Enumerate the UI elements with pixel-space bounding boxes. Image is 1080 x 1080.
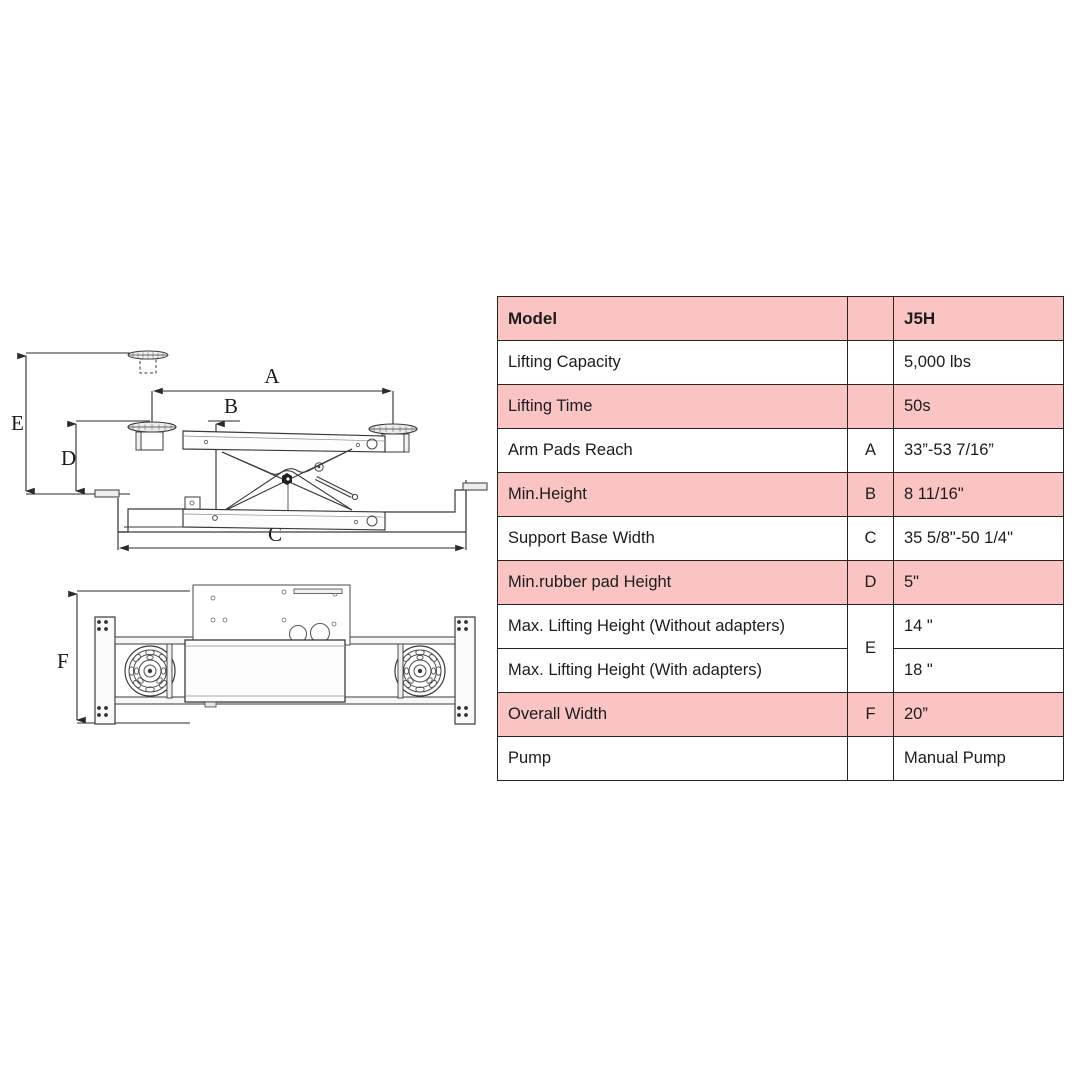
spec-name: Lifting Capacity: [497, 340, 848, 385]
table-row-arm-pads-reach: Arm Pads Reach A 33”-53 7/16”: [497, 428, 1064, 473]
dimension-E: [17, 352, 150, 495]
spec-value: 5": [893, 560, 1064, 605]
frame-end-caps: [94, 482, 488, 498]
spec-name: Support Base Width: [497, 516, 848, 561]
upper-lift-beam: [182, 430, 386, 453]
dimension-label-F: F: [57, 649, 69, 673]
spec-letter-merged: E: [847, 604, 894, 693]
spec-letter: D: [847, 560, 894, 605]
spec-letter: C: [847, 516, 894, 561]
spec-letter: [847, 384, 894, 429]
table-row-model: Model J5H: [497, 296, 1064, 341]
rubber-adapter-detail: [127, 350, 169, 374]
spec-name: Lifting Time: [497, 384, 848, 429]
lower-base-beam: [182, 496, 386, 531]
spec-value: 20”: [893, 692, 1064, 737]
technical-drawing-panel: E D A B: [0, 0, 500, 1080]
spec-name: Min.Height: [497, 472, 848, 517]
spec-name: Max. Lifting Height (With adapters): [497, 648, 848, 693]
table-row-overall-width: Overall Width F 20”: [497, 692, 1064, 737]
spec-value: 35 5/8"-50 1/4": [893, 516, 1064, 561]
specification-table: Model J5H Lifting Capacity 5,000 lbs Lif…: [497, 296, 1064, 781]
side-elevation-group: E D A B: [11, 350, 488, 552]
table-row-pump: Pump Manual Pump: [497, 736, 1064, 781]
spec-letter: [847, 340, 894, 385]
dimension-label-E: E: [11, 411, 24, 435]
dimension-label-B: B: [224, 394, 238, 418]
left-arm-pad: [127, 421, 177, 451]
top-mounting-plate: [192, 584, 351, 646]
table-row-lifting-capacity: Lifting Capacity 5,000 lbs: [497, 340, 1064, 385]
spec-value: Manual Pump: [893, 736, 1064, 781]
table-row-min-height: Min.Height B 8 11/16": [497, 472, 1064, 517]
spec-letter: B: [847, 472, 894, 517]
dimension-label-D: D: [61, 446, 76, 470]
wheel-mount-bars: [166, 643, 404, 699]
spec-name: Arm Pads Reach: [497, 428, 848, 473]
spec-value: 50s: [893, 384, 1064, 429]
spec-value: 5,000 lbs: [893, 340, 1064, 385]
spec-value: J5H: [893, 296, 1064, 341]
linkage-pin: [314, 462, 324, 472]
table-row-max-lifting-height-without-adapters: Max. Lifting Height (Without adapters) E…: [497, 604, 1064, 693]
spec-value: 18 ": [893, 648, 1064, 693]
table-row-lifting-time: Lifting Time 50s: [497, 384, 1064, 429]
dimension-label-A: A: [264, 364, 280, 388]
spec-letter: A: [847, 428, 894, 473]
spec-name: Min.rubber pad Height: [497, 560, 848, 605]
spec-letter: [847, 296, 894, 341]
spec-value: 14 ": [893, 604, 1064, 649]
spec-letter: F: [847, 692, 894, 737]
spec-value: 33”-53 7/16”: [893, 428, 1064, 473]
table-row-max-lifting-height-with-adapters: Max. Lifting Height (With adapters) 18 ": [497, 648, 1064, 693]
spec-letter: [847, 736, 894, 781]
spec-name: Pump: [497, 736, 848, 781]
table-row-min-rubber-pad-height: Min.rubber pad Height D 5": [497, 560, 1064, 605]
plan-view-group: F: [57, 584, 476, 725]
left-cross-bar: [94, 616, 116, 725]
center-platform: [184, 639, 346, 708]
technical-drawing-svg: E D A B: [11, 350, 488, 725]
spec-name: Model: [497, 296, 848, 341]
hydraulic-cylinder: [315, 476, 359, 501]
base-frame: [117, 489, 467, 533]
table-row-support-base-width: Support Base Width C 35 5/8"-50 1/4": [497, 516, 1064, 561]
dimension-A: [151, 387, 394, 426]
right-cross-bar: [454, 616, 476, 725]
spec-value: 8 11/16": [893, 472, 1064, 517]
spec-name: Max. Lifting Height (Without adapters): [497, 604, 848, 649]
specification-table-container: Model J5H Lifting Capacity 5,000 lbs Lif…: [497, 296, 1064, 781]
specification-table-body: Model J5H Lifting Capacity 5,000 lbs Lif…: [497, 296, 1064, 781]
spec-name: Overall Width: [497, 692, 848, 737]
